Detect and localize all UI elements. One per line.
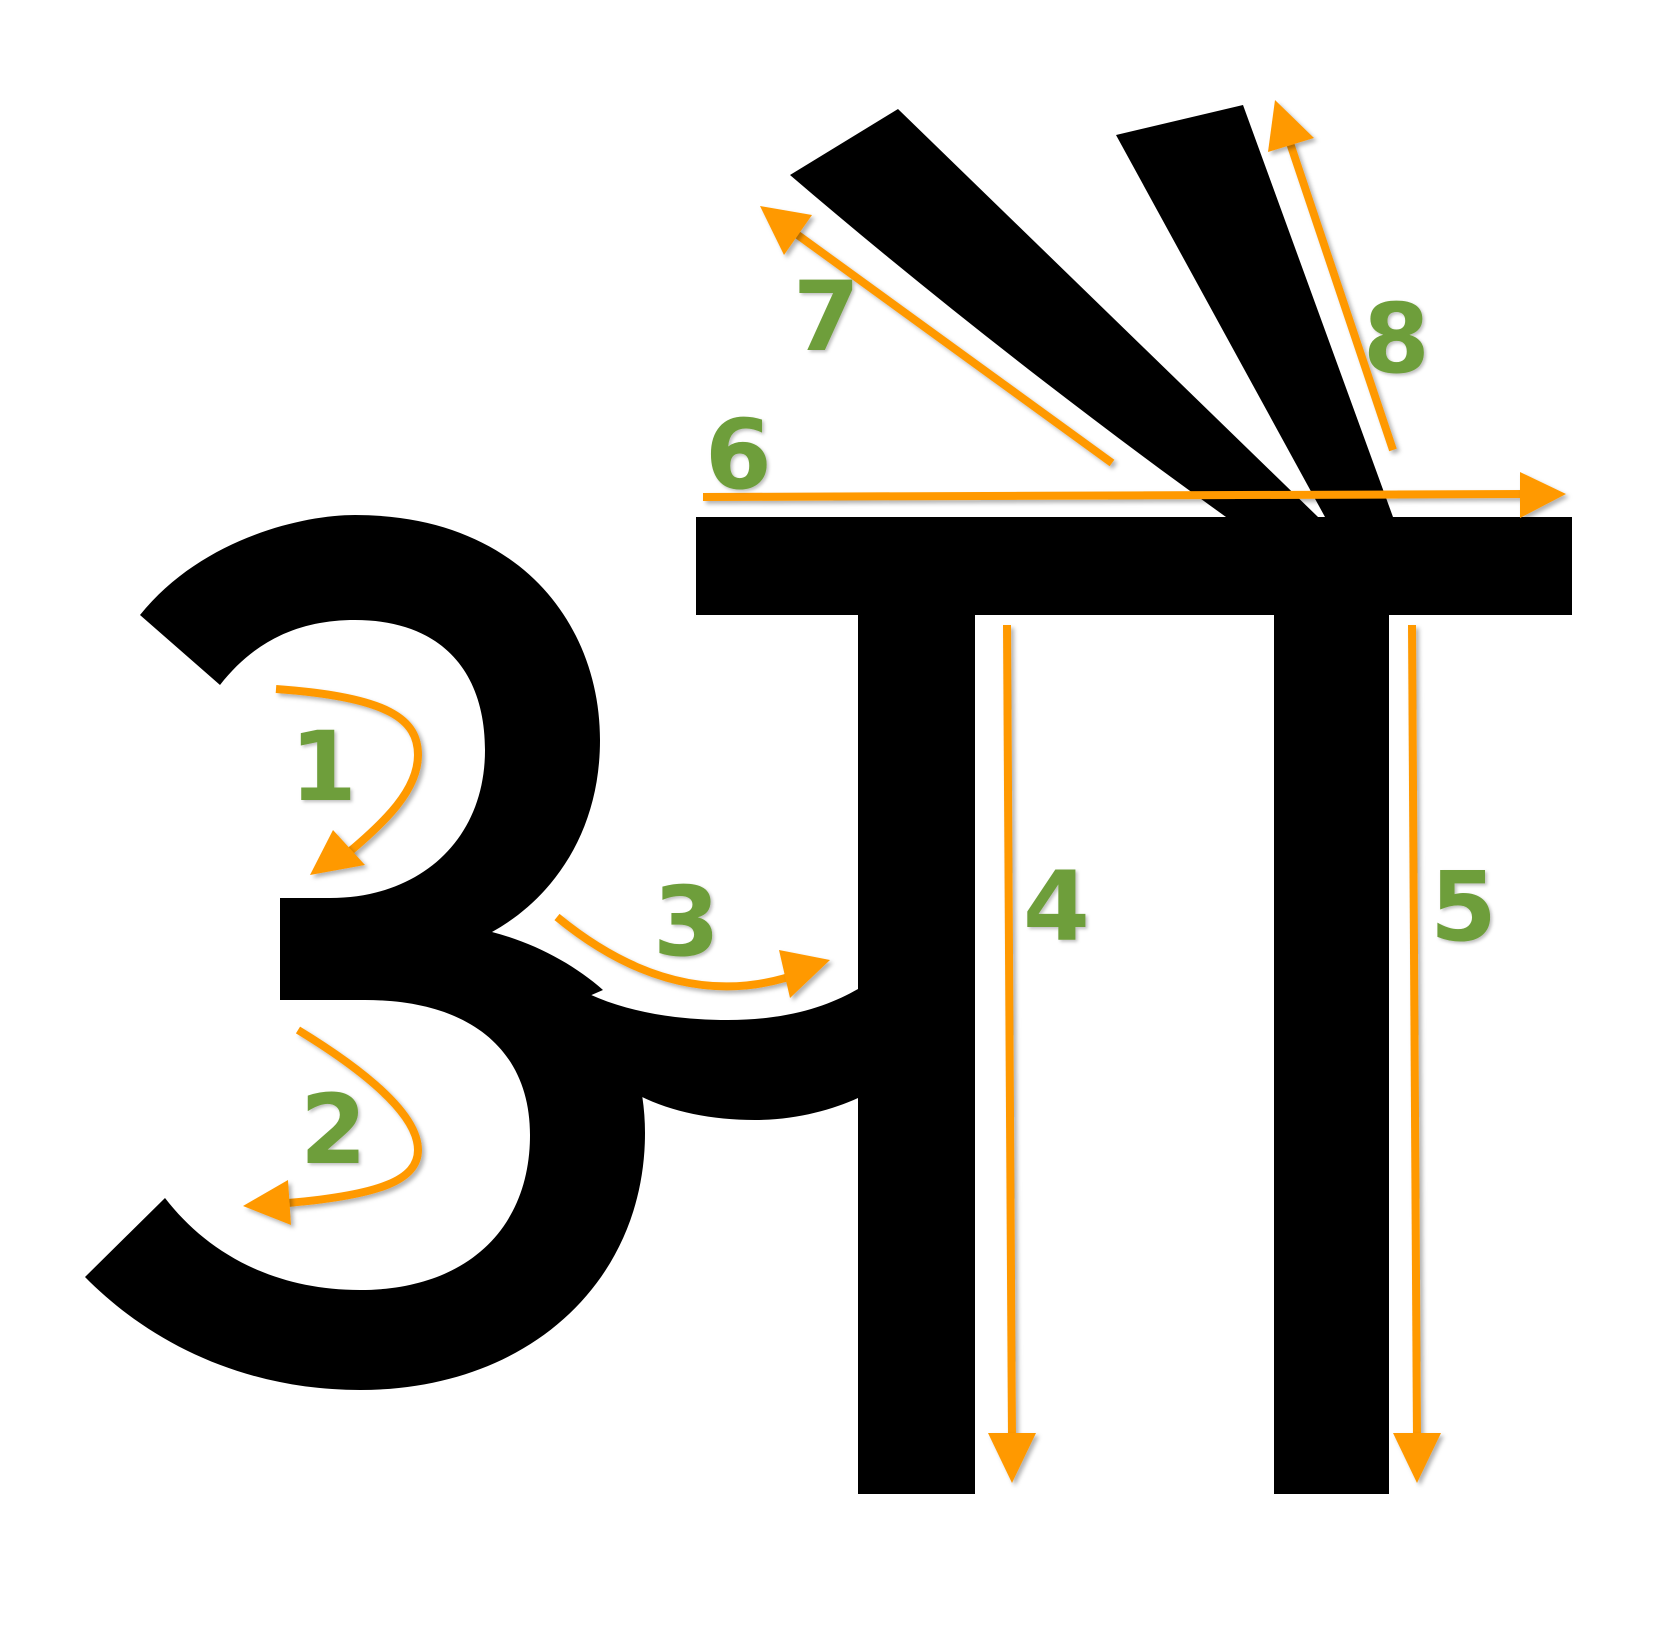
stroke-number-8: 8 xyxy=(1363,283,1430,395)
arrow-stroke-5 xyxy=(1408,624,1421,1441)
stroke-number-4: 4 xyxy=(1023,851,1090,963)
arrowhead-stroke-7 xyxy=(760,206,812,255)
arrowhead-stroke-6 xyxy=(1520,472,1566,518)
arrowhead-stroke-2 xyxy=(243,1180,291,1225)
arrow-stroke-7 xyxy=(792,229,1115,467)
arrow-stroke-4 xyxy=(1003,624,1016,1441)
arrow-stroke-8 xyxy=(1286,141,1397,452)
stroke-number-5: 5 xyxy=(1430,851,1497,963)
arrowheads xyxy=(243,100,1566,1483)
glyph-upper-loop xyxy=(140,515,603,1040)
stroke-number-7: 7 xyxy=(793,261,860,373)
stroke-number-3: 3 xyxy=(653,866,720,978)
glyph-right-stem xyxy=(1274,600,1389,1494)
glyph-connector xyxy=(563,980,858,1120)
stroke-number-2: 2 xyxy=(300,1074,367,1186)
stroke-arrows xyxy=(275,141,1526,1441)
glyph-left-stem xyxy=(858,600,975,1494)
arrowhead-stroke-5 xyxy=(1393,1433,1441,1483)
glyph-lower-loop xyxy=(85,898,645,1390)
stroke-number-6: 6 xyxy=(705,399,772,511)
glyph-right-diagonal xyxy=(1116,105,1393,517)
arrow-stroke-3 xyxy=(554,913,797,991)
arrowhead-stroke-8 xyxy=(1268,100,1314,152)
glyph-headline xyxy=(696,517,1572,615)
arrowhead-stroke-1 xyxy=(310,830,365,875)
glyph xyxy=(85,105,1572,1494)
arrowhead-stroke-4 xyxy=(988,1433,1036,1483)
stroke-numbers: 1 2 3 4 5 6 7 8 xyxy=(290,261,1497,1186)
arrow-stroke-6 xyxy=(702,490,1526,501)
arrow-stroke-2 xyxy=(287,1026,423,1207)
glyph-left-diagonal xyxy=(790,109,1318,517)
arrowhead-stroke-3 xyxy=(779,950,830,998)
arrow-stroke-1 xyxy=(275,685,423,857)
stroke-number-1: 1 xyxy=(290,711,357,823)
